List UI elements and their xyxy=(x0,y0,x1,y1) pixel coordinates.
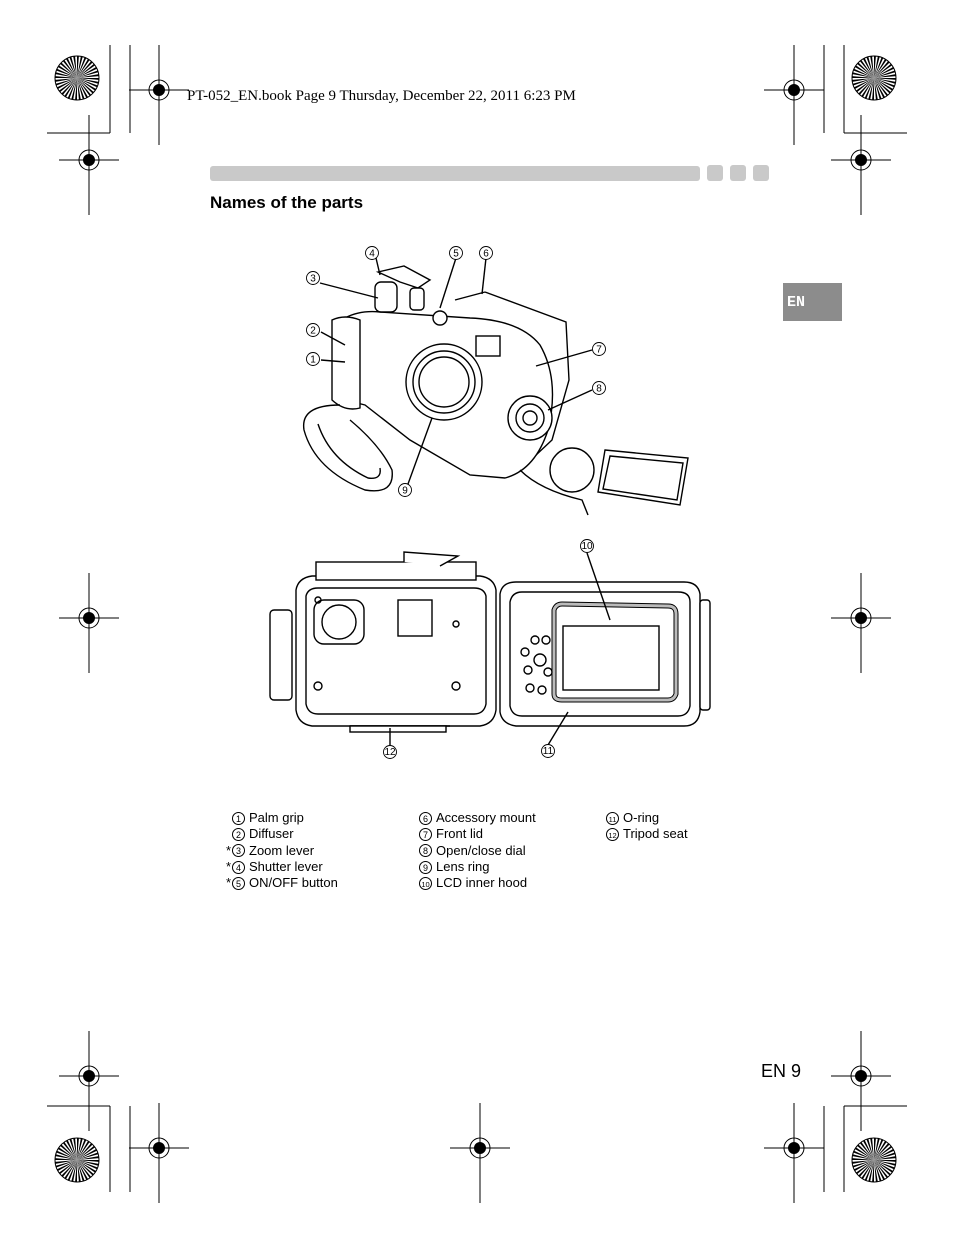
callout-7: 7 xyxy=(596,345,602,356)
callout-9: 9 xyxy=(402,486,408,497)
registration-mark xyxy=(831,573,891,673)
callout-11: 11 xyxy=(543,746,554,757)
callout-4: 4 xyxy=(369,249,375,260)
callout-circle xyxy=(592,342,606,356)
book-header-line: PT-052_EN.book Page 9 Thursday, December… xyxy=(187,88,576,104)
registration-mark xyxy=(59,1031,119,1131)
callout-circle xyxy=(306,323,320,337)
starburst-mark xyxy=(851,1137,897,1183)
registration-mark xyxy=(450,1103,510,1203)
callout-circle xyxy=(383,745,397,759)
registration-mark xyxy=(129,45,189,145)
callout-5: 5 xyxy=(453,249,459,260)
callout-circle xyxy=(479,246,493,260)
section-bar-square xyxy=(753,165,769,181)
section-title: Names of the parts xyxy=(210,193,364,212)
callout-12: 12 xyxy=(384,747,396,758)
callout-circle xyxy=(306,352,320,366)
callout-10: 10 xyxy=(581,541,593,552)
registration-mark xyxy=(129,1103,189,1203)
section-bar xyxy=(210,166,700,181)
registration-mark xyxy=(764,1103,824,1203)
callout-6: 6 xyxy=(483,249,489,260)
language-tab: EN xyxy=(783,283,842,321)
registration-mark xyxy=(831,115,891,215)
callout-1: 1 xyxy=(310,355,316,366)
starburst-mark xyxy=(54,1137,100,1183)
callout-2: 2 xyxy=(310,326,316,337)
callout-3: 3 xyxy=(310,274,316,285)
callout-circle xyxy=(306,271,320,285)
registration-mark xyxy=(59,573,119,673)
section-bar-square xyxy=(730,165,746,181)
registration-mark xyxy=(59,115,119,215)
callout-8: 8 xyxy=(596,384,602,395)
callout-circle xyxy=(592,381,606,395)
callout-circle xyxy=(365,246,379,260)
callout-circle xyxy=(449,246,463,260)
page-number: EN 9 xyxy=(761,1061,802,1081)
starburst-mark xyxy=(851,55,897,101)
starburst-mark xyxy=(54,55,100,101)
callout-circle xyxy=(398,483,412,497)
registration-mark xyxy=(764,45,824,145)
registration-mark xyxy=(831,1031,891,1131)
callout-circle xyxy=(580,539,594,553)
section-bar-square xyxy=(707,165,723,181)
callout-circle xyxy=(541,744,555,758)
